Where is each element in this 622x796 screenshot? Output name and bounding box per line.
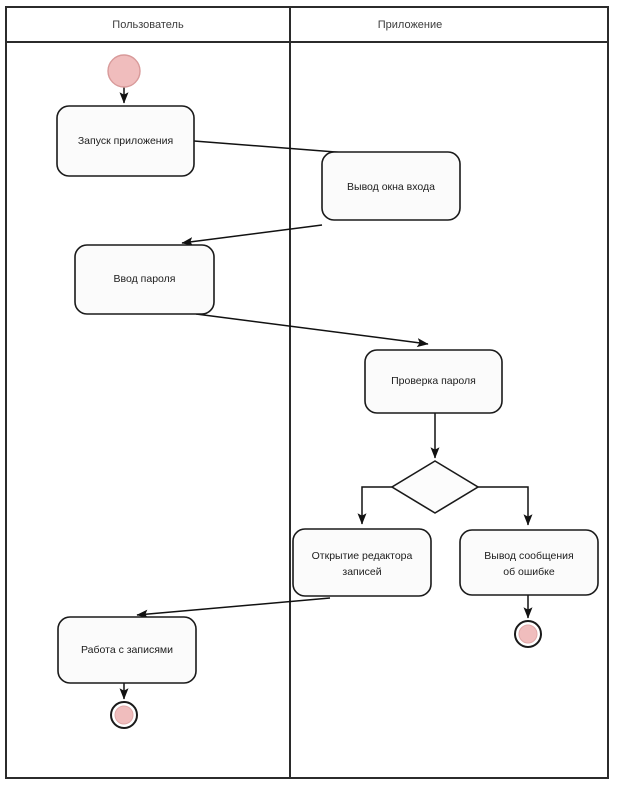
- final-node-inner-circle-app: [518, 624, 538, 644]
- decision-diamond[interactable]: [390, 460, 480, 514]
- node-show-error[interactable]: Вывод сообщения об ошибке: [459, 529, 599, 596]
- node-open-editor[interactable]: Открытие редактора записей: [292, 528, 432, 597]
- edge-decision-to-editor: [357, 486, 392, 525]
- activity-label-show-error-line2: об ошибке: [503, 566, 555, 578]
- node-show-login-window[interactable]: Вывод окна входа: [321, 151, 461, 221]
- node-decision[interactable]: [390, 460, 480, 514]
- edge-login-to-password: [181, 224, 323, 247]
- node-initial-start[interactable]: [107, 54, 141, 88]
- activity-box-work-with-records[interactable]: [57, 616, 197, 684]
- node-final-app[interactable]: [514, 620, 542, 648]
- activity-box-open-editor[interactable]: [292, 528, 432, 597]
- node-work-with-records[interactable]: Работа с записями: [57, 616, 197, 684]
- edge-decision-to-error: [478, 486, 533, 526]
- final-node-inner-circle-user: [114, 705, 134, 725]
- lane-title-app: Приложение: [378, 19, 443, 31]
- frame-outer-border: [5, 6, 609, 779]
- activity-label-show-error-line1: Вывод сообщения: [484, 550, 573, 562]
- node-final-user[interactable]: [110, 701, 138, 729]
- activity-label-open-editor-line1: Открытие редактора: [312, 550, 413, 562]
- initial-node-circle[interactable]: [107, 54, 141, 88]
- lane-header-app: Приложение: [378, 19, 443, 31]
- activity-box-show-error[interactable]: [459, 529, 599, 596]
- activity-label-show-login-window: Вывод окна входа: [347, 181, 435, 193]
- activity-label-launch-app: Запуск приложения: [78, 135, 173, 147]
- lane-title-user: Пользователь: [112, 19, 184, 31]
- activity-label-open-editor-line2: записей: [342, 566, 381, 578]
- activity-label-check-password: Проверка пароля: [391, 375, 476, 387]
- activity-box-check-password[interactable]: [364, 349, 503, 414]
- edge-password-to-check: [195, 313, 429, 348]
- lane-header-user: Пользователь: [112, 19, 184, 31]
- node-launch-app[interactable]: Запуск приложения: [56, 105, 195, 177]
- activity-label-work-with-records: Работа с записями: [81, 644, 173, 656]
- edge-editor-to-records: [136, 597, 331, 619]
- swimlane-frame: [5, 6, 609, 779]
- node-enter-password[interactable]: Ввод пароля: [74, 244, 215, 315]
- activity-box-enter-password[interactable]: [74, 244, 215, 315]
- activity-box-launch-app[interactable]: [56, 105, 195, 177]
- activity-box-show-login-window[interactable]: [321, 151, 461, 221]
- activity-label-enter-password: Ввод пароля: [114, 273, 176, 285]
- node-check-password[interactable]: Проверка пароля: [364, 349, 503, 414]
